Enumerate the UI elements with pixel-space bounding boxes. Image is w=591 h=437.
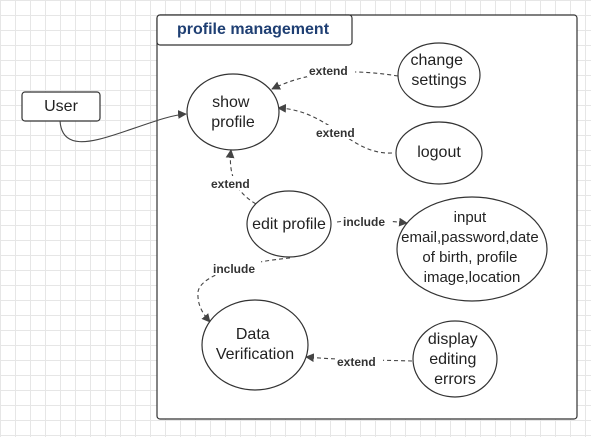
label-include-input: include: [343, 215, 385, 229]
actor-user[interactable]: [21, 91, 101, 122]
edge-extend-change-settings: [271, 71, 399, 90]
label-extend-edit-profile: extend: [211, 177, 250, 191]
svg-text:logout: logout: [417, 144, 461, 161]
use-case-edit-profile[interactable]: edit profile: [246, 190, 332, 258]
svg-text:change settings: change settings: [411, 52, 468, 89]
label-extend-change-settings: extend: [309, 64, 348, 78]
use-case-change-settings[interactable]: change settings: [397, 42, 481, 108]
label-extend-logout: extend: [316, 126, 355, 140]
svg-text:edit profile: edit profile: [252, 216, 326, 233]
label-include-data-verification: include: [213, 262, 255, 276]
svg-text:Data Verification: Data Verification: [216, 326, 294, 363]
show-profile-line-2: profile: [211, 114, 255, 131]
data-verification-line-1: Data: [236, 326, 270, 343]
edit-profile-line-1: edit profile: [252, 216, 326, 233]
display-errors-line-2: editing: [429, 351, 476, 368]
actor-user-label: User: [44, 98, 78, 115]
use-case-show-profile[interactable]: show profile: [186, 73, 280, 151]
change-settings-line-2: settings: [411, 72, 466, 89]
use-case-display-errors[interactable]: display editing errors: [412, 320, 498, 398]
use-case-data-verification[interactable]: Data Verification: [201, 299, 309, 391]
display-errors-line-1: display: [428, 331, 478, 348]
logout-line-1: logout: [417, 144, 461, 161]
boundary-title-box: [156, 14, 353, 46]
input-line-3: of birth, profile: [422, 249, 517, 266]
svg-text:display editing er: display editing errors: [428, 331, 482, 388]
edge-include-data-verification: [197, 257, 291, 323]
display-errors-line-3: errors: [434, 371, 476, 388]
data-verification-line-2: Verification: [216, 346, 294, 363]
input-line-1: input: [454, 209, 487, 226]
input-line-4: image,location: [424, 269, 521, 286]
svg-text:input email,password,dat: input email,password,date of birth, prof…: [401, 209, 543, 286]
use-case-input[interactable]: input email,password,date of birth, prof…: [396, 196, 548, 302]
boundary-title: profile management: [177, 21, 330, 38]
use-case-logout[interactable]: logout: [395, 121, 483, 185]
svg-text:show profile: show profile: [211, 94, 255, 131]
association-user-show-profile: [59, 110, 187, 143]
show-profile-line-1: show: [212, 94, 250, 111]
input-line-2: email,password,date: [401, 229, 539, 246]
change-settings-line-1: change: [411, 52, 464, 69]
label-extend-display-errors: extend: [337, 355, 376, 369]
